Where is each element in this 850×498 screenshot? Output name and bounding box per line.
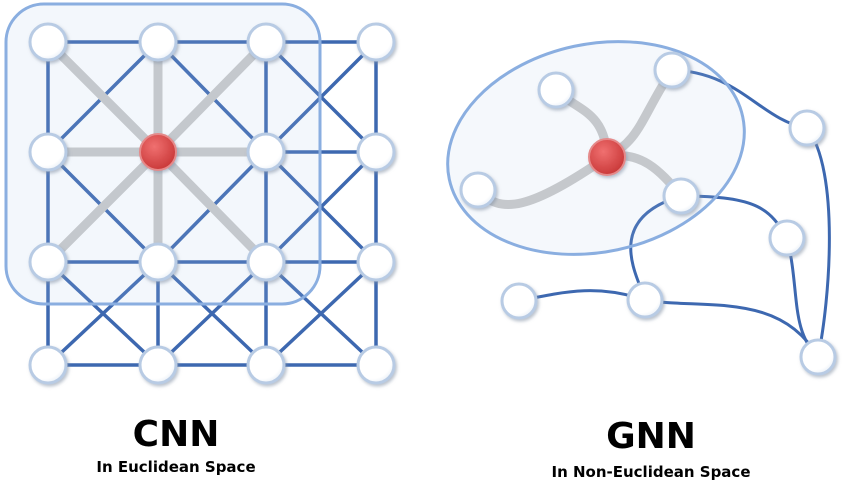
cnn-nodes	[28, 22, 396, 385]
cnn-node	[138, 345, 178, 385]
cnn-node	[28, 345, 68, 385]
gnn-node	[768, 219, 806, 257]
cnn-node	[246, 242, 286, 282]
gnn-node	[459, 171, 497, 209]
cnn-node	[246, 22, 286, 62]
gnn-panel: GNN In Non-Euclidean Space	[446, 40, 837, 481]
gnn-node	[799, 338, 837, 376]
cnn-title: CNN	[133, 414, 220, 455]
cnn-node	[356, 132, 396, 172]
cnn-node	[356, 22, 396, 62]
cnn-node	[28, 242, 68, 282]
gnn-node	[662, 177, 700, 215]
cnn-node	[246, 132, 286, 172]
gnn-title: GNN	[606, 416, 696, 457]
gnn-nodes	[459, 51, 837, 376]
gnn-node	[500, 282, 538, 320]
cnn-node	[138, 22, 178, 62]
cnn-node	[356, 345, 396, 385]
gnn-node	[653, 51, 691, 89]
cnn-panel: CNN In Euclidean Space	[4, 2, 396, 476]
gnn-node	[788, 109, 826, 147]
gnn-node	[537, 71, 575, 109]
gnn-center-node	[588, 138, 626, 176]
cnn-node	[138, 242, 178, 282]
gnn-subtitle: In Non-Euclidean Space	[551, 463, 750, 481]
gnn-node	[626, 281, 664, 319]
cnn-subtitle: In Euclidean Space	[96, 458, 255, 476]
cnn-node	[246, 345, 286, 385]
cnn-node	[28, 22, 68, 62]
cnn-node	[28, 132, 68, 172]
cnn-center-node	[139, 133, 177, 171]
cnn-node	[356, 242, 396, 282]
